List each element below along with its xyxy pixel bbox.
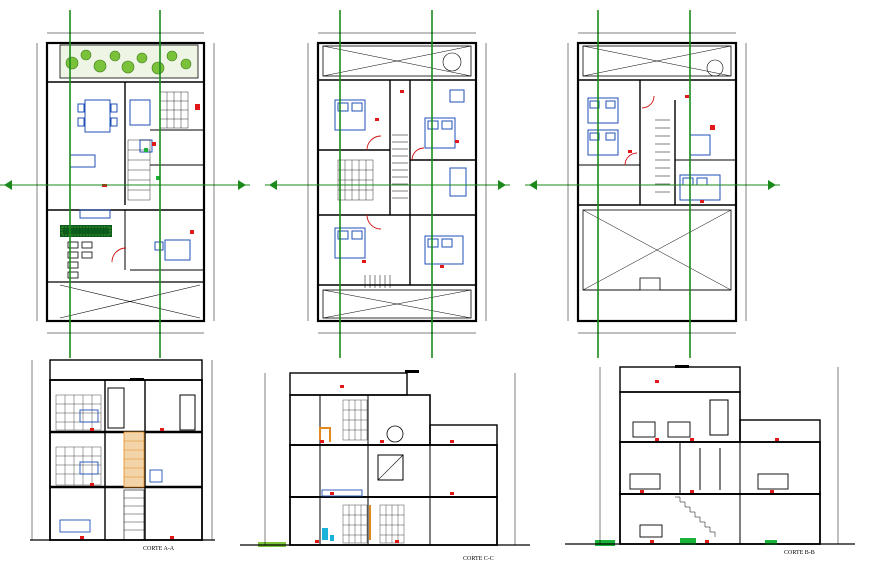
ground-floor-door-arc (111, 247, 127, 263)
ground-floor-parking-blocks (67, 241, 93, 279)
second-floor-plan (576, 41, 738, 323)
section-c-c-cyan-fixtures (322, 528, 334, 541)
section-b-b-plants (595, 538, 777, 546)
section-c-c-label: CORTE C-C (463, 556, 494, 562)
section-c-c-drawing (289, 372, 498, 546)
second-floor-stairs (655, 119, 670, 193)
section-b-b-title-bar (675, 365, 689, 368)
first-floor-plan (316, 41, 478, 323)
first-floor-beds (334, 89, 467, 265)
second-floor-door-arcs (624, 95, 655, 166)
section-c-c-title-bar (405, 370, 419, 373)
section-a-a-title-bar (130, 378, 144, 381)
dimension-lines (36, 32, 747, 334)
section-c-c-blue-furniture (321, 489, 363, 497)
garden-plants (65, 49, 192, 75)
section-c-c-red-marks (315, 385, 454, 543)
section-cut-markers (4, 180, 776, 190)
section-a-a-tiles (55, 394, 102, 486)
ground-lines (30, 539, 855, 546)
section-b-b-furniture (629, 421, 789, 538)
section-a-a-stair (123, 431, 145, 541)
section-a-a-furniture (59, 409, 163, 533)
ground-floor-plan (45, 41, 206, 323)
ground-floor-green-band (60, 225, 112, 237)
section-c-c-tiles (342, 399, 405, 544)
first-floor-bath-tiles (337, 159, 374, 201)
first-floor-stairs (364, 134, 408, 288)
section-dimension-lines (31, 360, 839, 545)
section-a-a-red-marks (80, 428, 174, 539)
ground-floor-green-fixtures (144, 148, 160, 180)
ground-floor-grid-tiles (127, 91, 189, 201)
first-floor-door-arcs (366, 135, 425, 230)
section-b-b-drawing (619, 366, 821, 545)
section-c-c-plant (386, 425, 404, 443)
section-c-c-orange-posts (319, 427, 371, 540)
section-b-b-label: CORTE B-B (784, 550, 815, 556)
section-a-a-label: CORTE A-A (143, 546, 175, 552)
grid-axis-lines (0, 10, 780, 358)
first-floor-red-marks (362, 90, 459, 268)
section-b-b-stair (675, 496, 716, 537)
second-floor-red-marks (628, 95, 715, 203)
